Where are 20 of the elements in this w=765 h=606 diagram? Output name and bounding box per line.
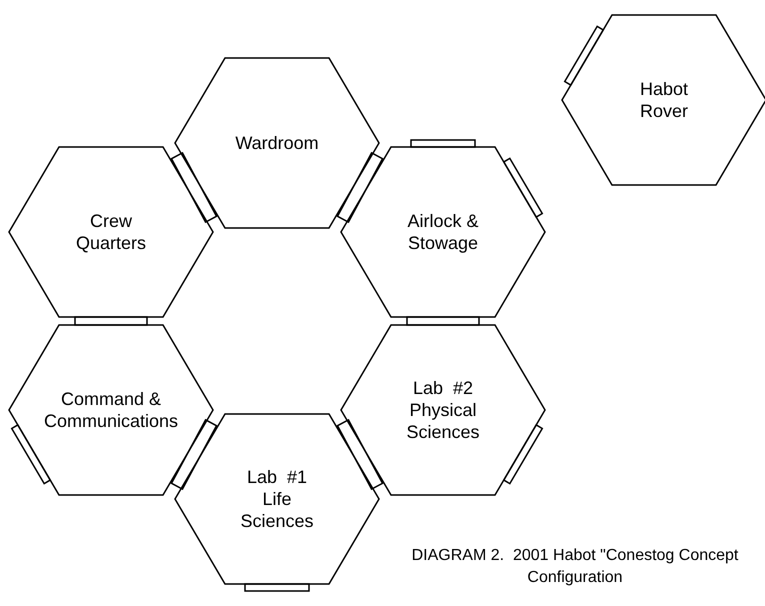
caption: DIAGRAM 2. 2001 Habot "Conestog Concept Configuration xyxy=(410,546,740,588)
module-hexagon xyxy=(8,146,214,318)
module-label: Lab #1 Life Sciences xyxy=(239,466,315,532)
module-hexagon xyxy=(8,324,214,496)
module-hexagon xyxy=(340,146,546,318)
module-label: Wardroom xyxy=(234,132,320,154)
docking-tunnel xyxy=(170,152,218,224)
docking-tunnel xyxy=(406,316,480,326)
docking-tunnel xyxy=(336,418,384,490)
module-label: Lab #2 Physical Sciences xyxy=(405,377,481,443)
docking-tunnel xyxy=(170,418,218,490)
module-label: Habot Rover xyxy=(638,78,690,122)
module-hexagon xyxy=(340,324,546,496)
module-hexagon xyxy=(561,14,765,186)
module-label: Crew Quarters xyxy=(74,210,148,254)
module-hexagon xyxy=(174,57,380,229)
module-label: Command & Communications xyxy=(42,388,180,432)
docking-tunnel xyxy=(336,152,384,224)
docking-tunnel xyxy=(74,316,148,326)
module-label: Airlock & Stowage xyxy=(406,210,480,254)
